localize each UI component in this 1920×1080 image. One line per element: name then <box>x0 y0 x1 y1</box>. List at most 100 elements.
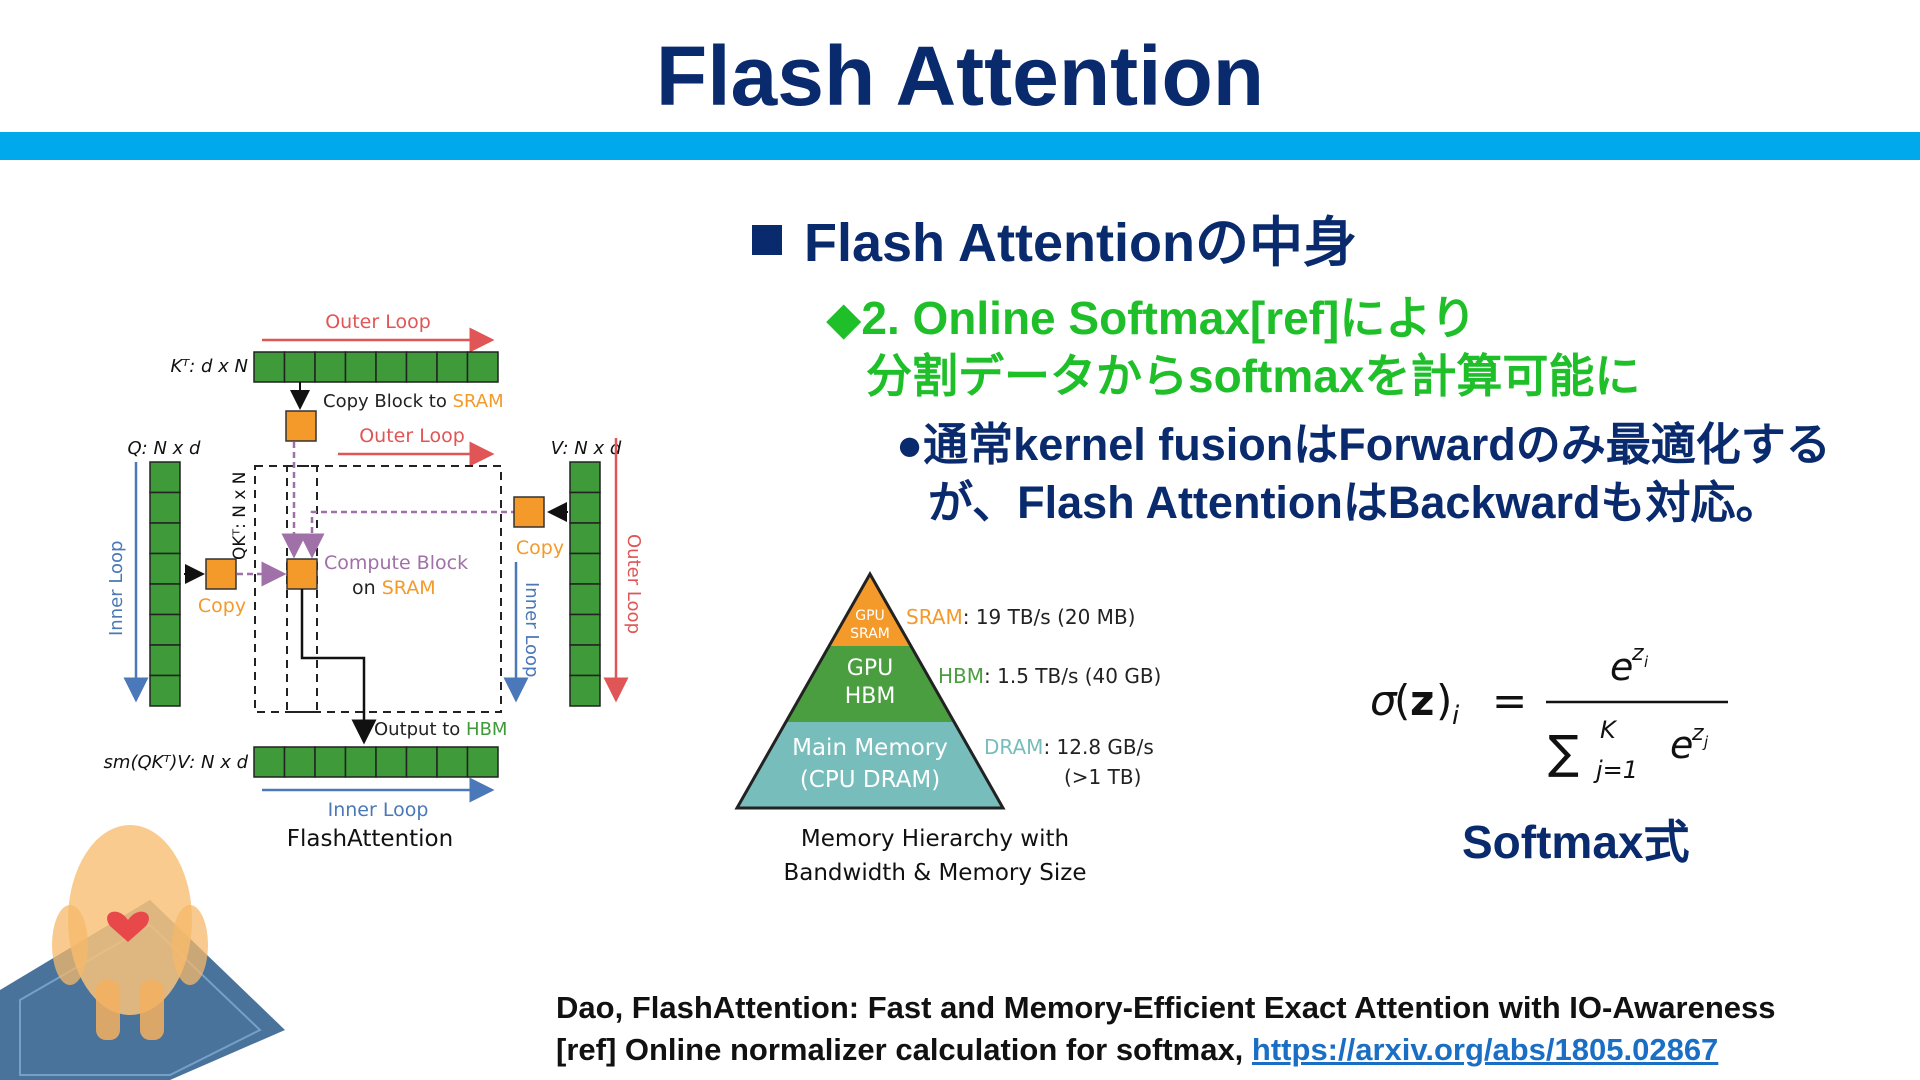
reference-line-1: Dao, FlashAttention: Fast and Memory-Eff… <box>556 990 1776 1025</box>
qkt-dashed-column <box>286 465 318 713</box>
output-block <box>375 746 408 778</box>
memory-hierarchy-diagram: GPU SRAM GPU HBM Main Memory (CPU DRAM) … <box>734 570 1161 886</box>
reference-link[interactable]: https://arxiv.org/abs/1805.02867 <box>1251 1032 1719 1067</box>
dram-tier-line1: Main Memory <box>792 735 948 761</box>
compute-sram-block <box>286 558 318 590</box>
mascot-illustration <box>0 825 285 1080</box>
copy-left-label: Copy <box>198 595 246 617</box>
svg-text:(: ( <box>1394 676 1410 725</box>
q-block <box>149 522 181 555</box>
output-matrix-blocks <box>253 746 499 778</box>
svg-text:z: z <box>1691 721 1704 746</box>
q-block <box>149 552 181 585</box>
q-block <box>149 613 181 646</box>
square-bullet-icon <box>752 225 782 255</box>
kt-block <box>314 351 347 383</box>
softmax-label: Softmax式 <box>1462 816 1690 868</box>
v-sram-block <box>513 496 545 528</box>
dram-tier-line2: (CPU DRAM) <box>800 767 940 793</box>
flash-diagram-caption: FlashAttention <box>287 826 453 852</box>
output-block <box>436 746 469 778</box>
output-block <box>283 746 316 778</box>
kt-label: Kᵀ: d x N <box>170 356 248 377</box>
dram-spec-size: (>1 TB) <box>1064 765 1141 789</box>
memory-caption-line1: Memory Hierarchy with <box>801 826 1069 852</box>
kt-block <box>436 351 469 383</box>
outer-loop-mid-label: Outer Loop <box>359 425 465 447</box>
section-heading-text: Flash Attentionの中身 <box>804 213 1357 273</box>
compute-block-line2: on SRAM <box>352 577 436 599</box>
inner-loop-bottom-label: Inner Loop <box>328 799 429 821</box>
slide-title: Flash Attention <box>655 29 1265 123</box>
v-block <box>569 583 601 616</box>
copy-block-label: Copy Block to SRAM <box>323 391 504 412</box>
svg-text:i: i <box>1644 653 1649 671</box>
svg-text:e: e <box>1670 723 1693 767</box>
dram-spec: DRAM: 12.8 GB/s <box>984 735 1154 759</box>
output-block <box>466 746 499 778</box>
v-to-compute-flow <box>299 510 527 559</box>
copy-right-label: Copy <box>516 537 564 559</box>
v-block <box>569 613 601 646</box>
svg-text:j: j <box>1702 733 1709 751</box>
sub-point-line-1: ◆2. Online Softmax[ref]により <box>826 292 1477 344</box>
svg-text:j=1: j=1 <box>1593 756 1638 784</box>
svg-text:): ) <box>1436 676 1452 725</box>
svg-text:K: K <box>1600 716 1618 744</box>
kt-block <box>253 351 286 383</box>
q-block <box>149 644 181 677</box>
reference-line-2-text: [ref] Online normalizer calculation for … <box>556 1032 1252 1067</box>
svg-text:e: e <box>1610 645 1633 689</box>
svg-text:=: = <box>1492 676 1527 725</box>
outer-loop-right-label: Outer Loop <box>623 534 644 634</box>
bullet-line-2: が、Flash AttentionはBackwardも対応。 <box>928 477 1781 528</box>
kt-block <box>344 351 377 383</box>
qkt-label: QKᵀ: N x N <box>230 471 250 560</box>
q-block <box>149 674 181 707</box>
sram-tier-line2: SRAM <box>850 626 890 642</box>
hbm-tier-line2: HBM <box>845 684 896 709</box>
kt-block <box>283 351 316 383</box>
svg-text:z: z <box>1631 641 1644 666</box>
kt-block <box>405 351 438 383</box>
v-block <box>569 491 601 524</box>
bullet-line-1: ●通常kernel fusionはForwardのみ最適化する <box>896 419 1831 470</box>
q-sram-block <box>205 558 237 590</box>
memory-caption-line2: Bandwidth & Memory Size <box>783 860 1086 886</box>
hbm-spec: HBM: 1.5 TB/s (40 GB) <box>938 664 1161 688</box>
q-block <box>149 491 181 524</box>
kt-sram-block <box>285 410 317 442</box>
v-block <box>569 674 601 707</box>
output-block <box>253 746 286 778</box>
svg-text:∑: ∑ <box>1548 725 1579 779</box>
v-block <box>569 461 601 494</box>
v-label: V: N x d <box>551 438 622 459</box>
flash-attention-diagram: Outer Loop Kᵀ: d x N Copy Block to SRAM … <box>104 311 644 852</box>
output-block <box>314 746 347 778</box>
inner-loop-left-label: Inner Loop <box>106 541 127 636</box>
kt-matrix-blocks <box>253 351 499 383</box>
hbm-tier-line1: GPU <box>847 656 893 681</box>
sub-point-line-2: 分割データからsoftmaxを計算可能に <box>866 350 1641 402</box>
svg-text:i: i <box>1452 701 1460 731</box>
v-block <box>569 552 601 585</box>
q-label: Q: N x d <box>128 438 202 459</box>
hbm-tier <box>787 646 953 722</box>
sram-tier-line1: GPU <box>855 608 885 624</box>
softmax-formula: σ ( z ) i = e z i ∑ K j=1 e z j <box>1370 641 1728 784</box>
svg-text:σ: σ <box>1370 676 1398 725</box>
q-block <box>149 461 181 494</box>
q-block <box>149 583 181 616</box>
compute-block-line1: Compute Block <box>324 552 468 574</box>
heart-icon <box>107 911 149 942</box>
kt-block <box>375 351 408 383</box>
qkt-dashed-region <box>254 465 502 713</box>
svg-text:z: z <box>1410 676 1434 725</box>
v-block <box>569 644 601 677</box>
output-block <box>344 746 377 778</box>
sram-tier <box>830 574 910 646</box>
reference-line-2: [ref] Online normalizer calculation for … <box>556 1032 1718 1068</box>
q-matrix-blocks <box>149 461 181 707</box>
sram-spec: SRAM: 19 TB/s (20 MB) <box>906 605 1135 629</box>
output-matrix-label: sm(QKᵀ)V: N x d <box>104 752 249 773</box>
